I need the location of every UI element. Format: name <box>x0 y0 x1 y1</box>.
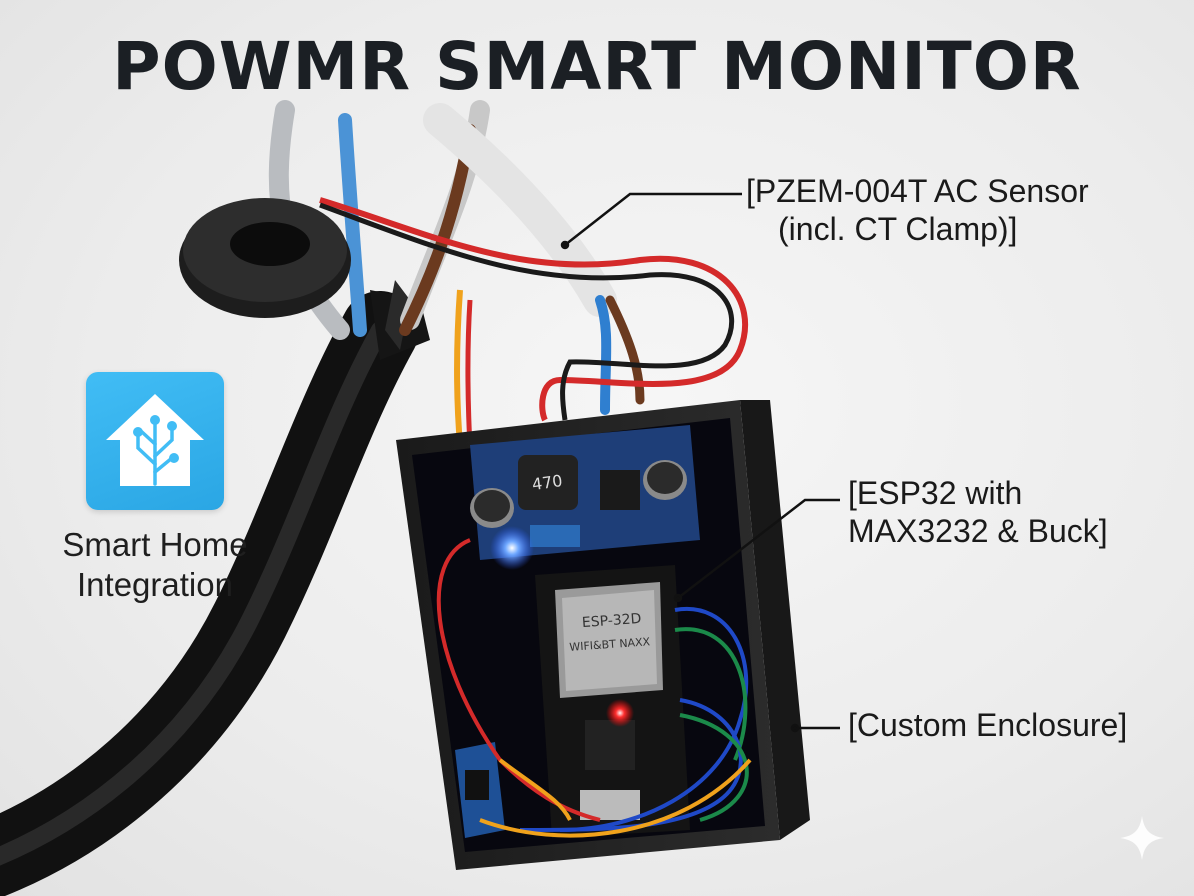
buck-converter: 470 <box>470 425 700 560</box>
page-title: POWMR SMART MONITOR <box>112 28 1082 105</box>
pzem-callout-line1: [PZEM-004T AC Sensor <box>746 173 1089 209</box>
integration-caption-line2: Integration <box>77 566 233 603</box>
ct-clamp <box>179 198 351 318</box>
jumper-wires <box>436 538 752 838</box>
sparkle-icon <box>1120 816 1164 860</box>
esp32-callout-line2: MAX3232 & Buck] <box>848 513 1108 549</box>
esp32-callout-line1: [ESP32 with <box>848 475 1023 511</box>
esp32-callout: [ESP32 with MAX3232 & Buck] <box>848 474 1108 550</box>
max3232-board <box>455 742 505 838</box>
red-led-icon <box>606 699 634 727</box>
pzem-sensor-callout: [PZEM-004T AC Sensor (incl. CT Clamp)] <box>746 172 1089 248</box>
power-cable <box>0 280 430 896</box>
home-assistant-icon <box>86 372 224 510</box>
inductor-marking: 470 <box>531 471 564 494</box>
signal-wires <box>319 197 748 761</box>
callout-leaders <box>560 192 840 733</box>
enclosure-callout: [Custom Enclosure] <box>848 707 1128 743</box>
pzem-callout-line2: (incl. CT Clamp)] <box>778 211 1018 247</box>
esp32-module-label: ESP-32D <box>581 611 641 631</box>
integration-caption-line1: Smart Home <box>62 526 248 563</box>
blue-led-icon <box>490 526 534 570</box>
integration-caption: Smart Home Integration <box>40 525 270 605</box>
esp32-module-sublabel: WIFI&BT NAXX <box>569 635 651 654</box>
